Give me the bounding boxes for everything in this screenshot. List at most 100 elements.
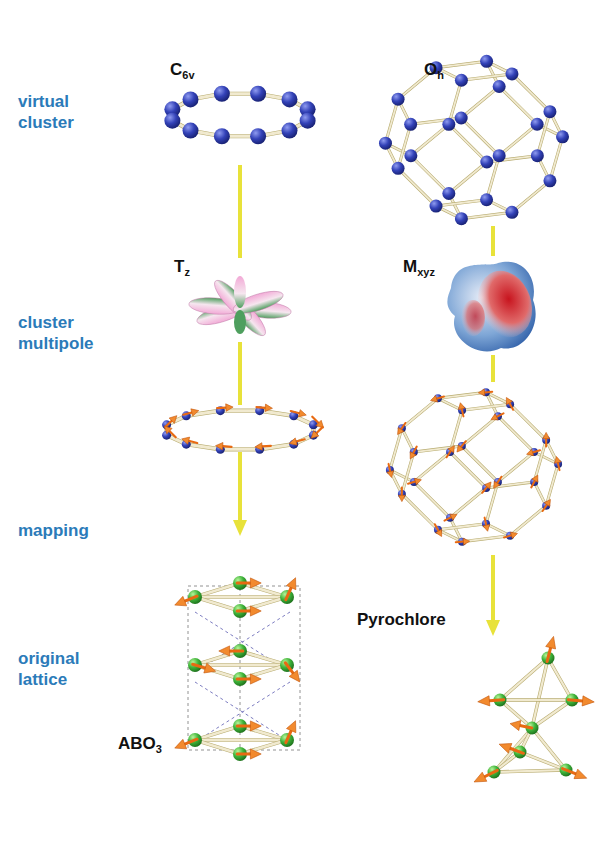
bond-rod	[510, 506, 546, 536]
bond-rod	[240, 597, 287, 611]
spin-arrow	[497, 477, 501, 483]
atom-ball	[493, 149, 506, 162]
bond-rod	[402, 398, 438, 428]
bond-rod	[486, 524, 510, 536]
spin-arrow-head	[436, 529, 442, 536]
mapped-polyhedron	[386, 388, 562, 545]
spin-arrow	[401, 488, 403, 496]
atom-ball	[250, 128, 266, 144]
atom-ball	[531, 118, 544, 131]
spin-arrow-head	[250, 749, 261, 759]
bond-rod	[438, 524, 486, 530]
bond-rod	[461, 212, 512, 218]
spin-arrow-head	[311, 431, 319, 439]
spin-arrow-head	[169, 416, 177, 424]
bond-rod	[195, 651, 240, 665]
bond-rod	[438, 524, 486, 530]
bond-rod	[411, 124, 449, 155]
symbol-label: Mxyz	[403, 257, 435, 280]
spin-arrow-head	[494, 481, 500, 488]
bond-rod	[414, 446, 462, 452]
yellow-line	[238, 452, 242, 522]
bond-rod	[390, 428, 402, 470]
spin-arrow-head	[191, 409, 199, 416]
spin-arrow-head	[582, 696, 594, 706]
spin-arrow	[183, 412, 192, 414]
spin-arrow-head	[287, 721, 296, 733]
bond-rod	[449, 162, 487, 193]
spin-arrow-head	[226, 404, 233, 411]
spin-arrow-head	[478, 389, 485, 396]
arrow-head	[233, 520, 247, 536]
yellow-connector	[240, 165, 493, 622]
spin-arrow	[485, 518, 487, 526]
bond-rod	[240, 740, 287, 754]
spin-arrow	[504, 535, 511, 537]
row-label: virtual cluster	[18, 91, 118, 134]
spin-arrow-head	[175, 596, 187, 605]
bond-rod	[450, 488, 486, 518]
yellow-line	[238, 165, 242, 258]
bond-rod	[534, 482, 546, 506]
bond-rod	[494, 728, 532, 772]
bond-rod	[240, 726, 287, 740]
spin-arrow	[462, 409, 464, 417]
spin-arrow	[531, 481, 535, 488]
bond-rod	[240, 665, 287, 679]
bond-rod	[240, 665, 287, 679]
bond-rod	[499, 124, 537, 155]
spin-arrow	[169, 431, 175, 437]
atom-ball	[543, 174, 556, 187]
bond-rod	[402, 452, 414, 494]
atom-ball	[505, 206, 518, 219]
bond-rod	[512, 181, 550, 212]
spin-arrow-head	[219, 646, 230, 656]
bond-rod	[195, 597, 240, 611]
spin-arrow	[543, 505, 547, 511]
spin-arrow	[312, 417, 318, 423]
spin-arrow	[461, 441, 466, 447]
spin-arrow-head	[250, 721, 261, 731]
bond-rod	[240, 583, 287, 597]
bond-rod	[186, 444, 220, 449]
spin-arrow-head	[544, 499, 550, 506]
bond-rod	[500, 698, 572, 701]
spin-arrow	[237, 610, 250, 613]
atom-ball	[480, 55, 493, 68]
spin-arrow-head	[289, 438, 297, 445]
spin-arrow	[193, 664, 206, 668]
spin-arrow	[165, 421, 171, 427]
bond-rod	[486, 482, 534, 488]
bond-rod	[534, 440, 546, 482]
bond-rod	[510, 506, 546, 536]
spin-arrow-head	[474, 772, 487, 782]
row-label: original lattice	[18, 648, 118, 691]
bond-rod	[548, 658, 572, 700]
spin-arrow	[408, 482, 415, 484]
spin-arrow	[509, 403, 513, 410]
spin-arrow-head	[448, 446, 454, 453]
atom-ball	[404, 149, 417, 162]
bond-rod	[494, 728, 532, 772]
spin-arrow	[189, 441, 198, 443]
spin-arrow-head	[450, 514, 457, 520]
bond-rod	[462, 416, 498, 446]
row-label: mapping	[18, 520, 118, 541]
bond-rod	[462, 446, 498, 482]
spin-arrow	[435, 524, 439, 531]
atom-ball	[250, 86, 266, 102]
spin-arrow-head	[410, 452, 416, 459]
spin-arrow-head	[250, 674, 261, 684]
atom-ball	[442, 187, 455, 200]
bond-rod	[449, 162, 487, 193]
bond-rod	[550, 137, 563, 181]
spin-arrow-head	[265, 404, 272, 411]
bond-rod	[240, 726, 287, 740]
spin-arrow-head	[499, 744, 512, 754]
polyhedron-cluster	[379, 55, 569, 225]
spin-arrow-head	[414, 478, 421, 485]
red-lobe	[461, 300, 485, 336]
spin-arrow	[456, 541, 464, 544]
bond-rod	[486, 482, 534, 488]
atom-ball	[281, 91, 297, 107]
